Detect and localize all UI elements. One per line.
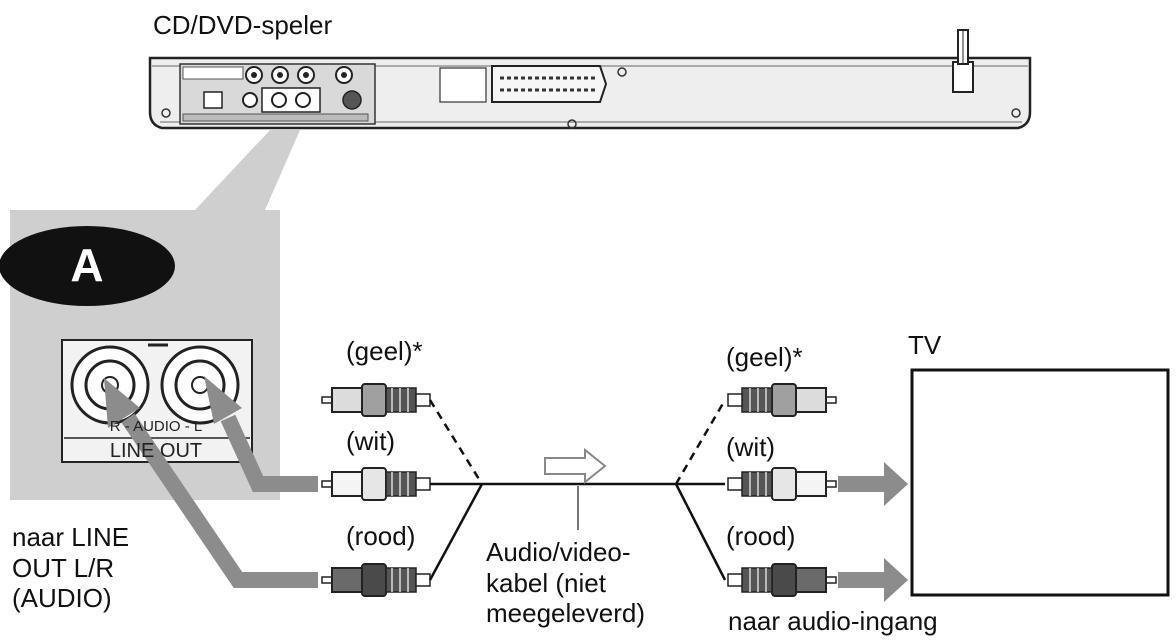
- zoom-callout: [0, 130, 318, 588]
- plug-red-right-label: (rood): [726, 521, 796, 551]
- to-audio-input-label: naar audio-ingang: [728, 606, 938, 636]
- power-cord: [952, 29, 974, 93]
- plug-left-yellow: [321, 383, 431, 417]
- jack-audio-label: R - AUDIO - L: [109, 418, 203, 435]
- plug-red-left-label: (rood): [346, 521, 416, 551]
- plug-yellow-left-label: (geel)*: [346, 336, 423, 366]
- arrow-to-right-jack: [121, 413, 318, 588]
- arrow-to-tv-white: [838, 462, 908, 506]
- rear-connector-panel: [179, 63, 376, 125]
- cable-label: Audio/video- kabel (niet meegeleverd): [486, 537, 645, 629]
- direction-arrow-icon: [544, 447, 607, 485]
- arrow-to-left-jack: [220, 414, 318, 492]
- dvd-player: [148, 29, 1032, 130]
- badge-a: [0, 226, 175, 306]
- plug-right-red: [727, 563, 837, 597]
- badge-letter: A: [70, 239, 104, 291]
- av-cable: [428, 399, 727, 581]
- plug-yellow-right-label: (geel)*: [726, 342, 803, 372]
- scart-connector: [439, 65, 608, 103]
- line-out-label: LINE OUT: [109, 440, 203, 462]
- tv-label: TV: [908, 330, 942, 360]
- plug-left-red: [321, 563, 431, 597]
- plug-right-white: [727, 467, 837, 501]
- plug-white-left-label: (wit): [346, 426, 396, 456]
- tv-box: [910, 368, 1170, 597]
- plug-white-right-label: (wit): [726, 432, 776, 462]
- to-line-out-label: naar LINE OUT L/R (AUDIO): [12, 522, 130, 614]
- plug-right-yellow: [727, 383, 837, 417]
- arrow-to-tv-red: [838, 558, 908, 602]
- plug-left-white: [321, 467, 431, 501]
- player-title: CD/DVD-speler: [153, 10, 333, 40]
